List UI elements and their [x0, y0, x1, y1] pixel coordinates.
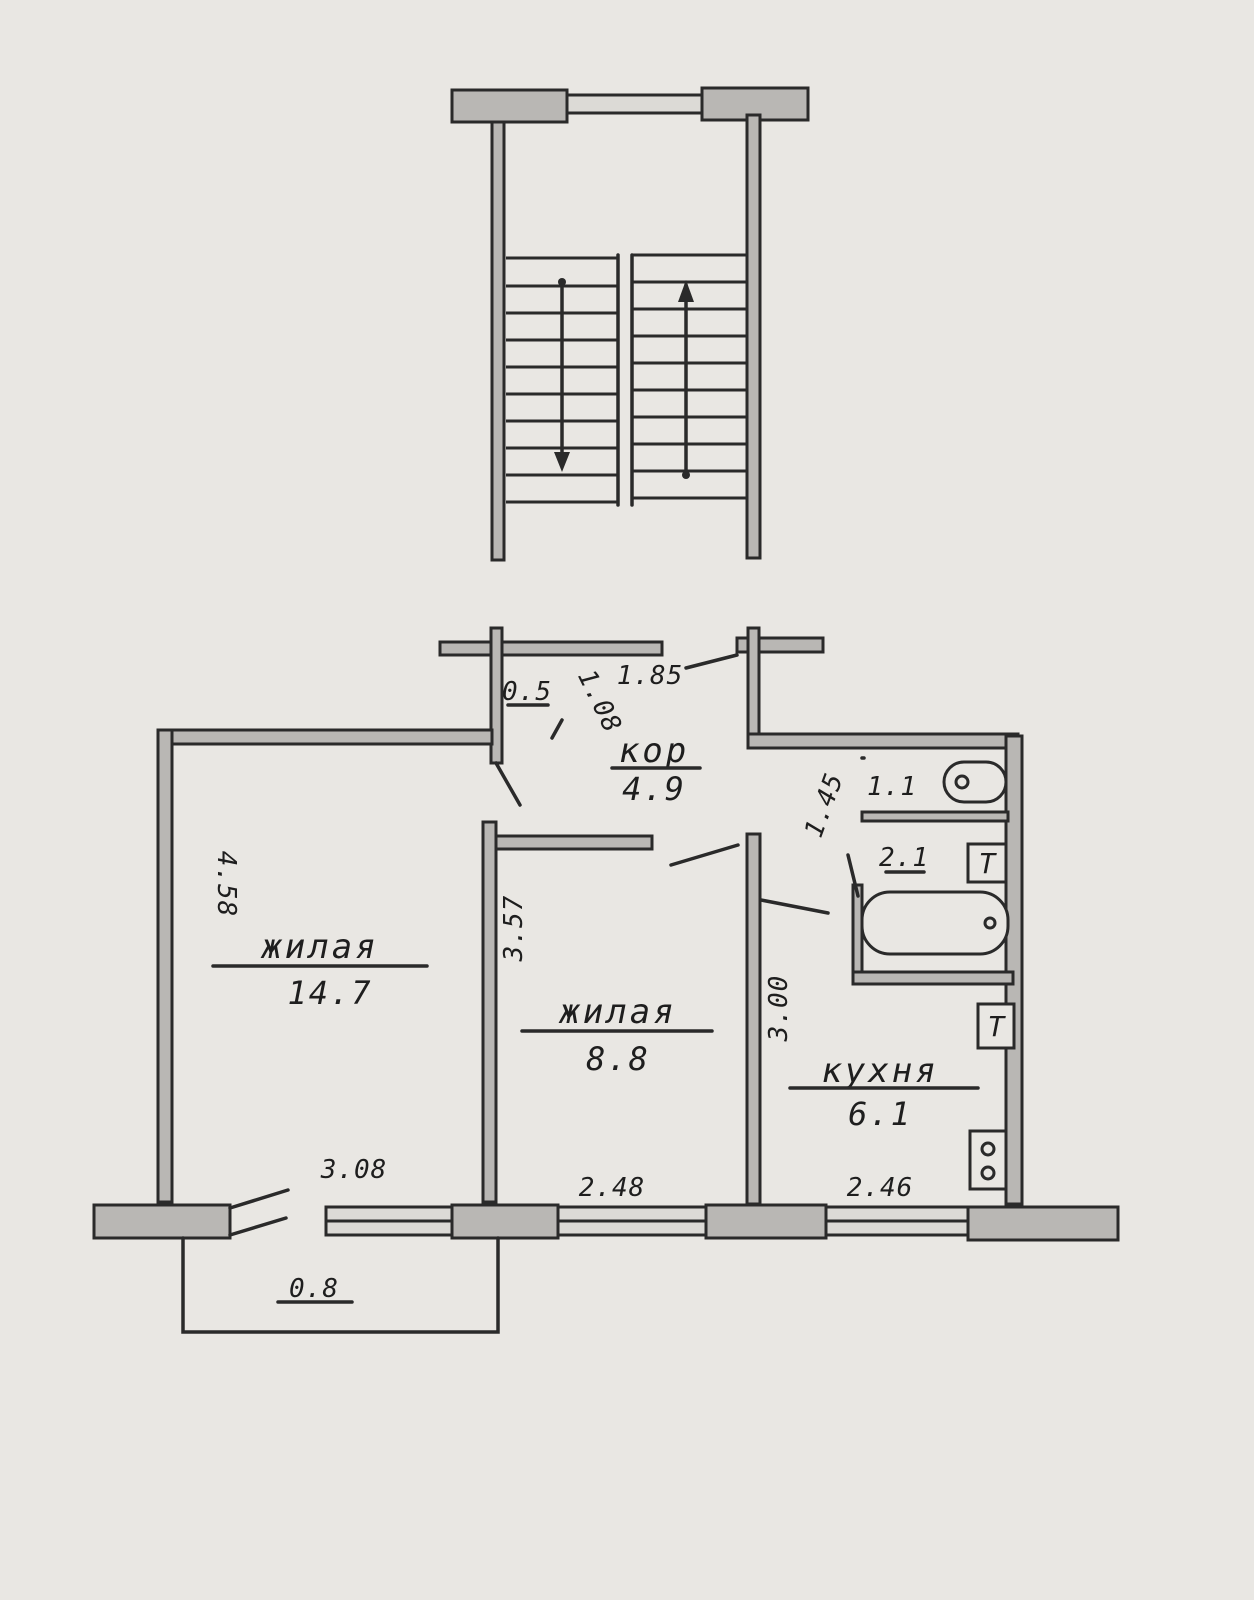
- large-room-top-wall: [168, 728, 494, 746]
- door-swing-large-room: [494, 761, 522, 807]
- riser-kitchen-icon: [976, 1002, 1016, 1050]
- toilet-bath-partition: [860, 810, 1010, 823]
- dim-small-room-width: 2.48: [579, 1173, 646, 1203]
- balcony-door-swing-2: [228, 1216, 288, 1237]
- stairwell-top-window: [565, 93, 704, 115]
- riser-bath-icon: [966, 842, 1008, 884]
- fixtures: Т Т: [860, 760, 1016, 1191]
- toilet-drain-icon: [954, 774, 970, 790]
- room-area-kitchen: 6.1: [848, 1095, 912, 1133]
- room-area-balcony: 0.8: [289, 1274, 339, 1304]
- small-room-top-wall: [494, 834, 654, 851]
- stair-arrow-up: [678, 280, 694, 479]
- stair-treads-right: [632, 253, 748, 500]
- toilet-bowl: [942, 760, 1008, 804]
- room-name-corridor: кор: [619, 731, 689, 771]
- apartment-walls: [156, 626, 1024, 1206]
- dim-corridor-width: 1.85: [617, 661, 684, 691]
- entry-post-right: [746, 626, 761, 738]
- room-area-corridor: 4.9: [622, 770, 686, 808]
- dim-kitchen-width: 2.46: [847, 1173, 914, 1203]
- facade-segment-2: [450, 1203, 560, 1240]
- room-area-living-small: 8.8: [586, 1040, 650, 1078]
- bath-block-bottom-wall: [851, 970, 1015, 986]
- dim-corridor-width-leader: [684, 653, 739, 670]
- right-outer-wall: [1004, 734, 1024, 1206]
- left-outer-wall: [156, 728, 174, 1204]
- room-area-living-large: 14.7: [287, 974, 372, 1012]
- door-swing-small-room: [669, 843, 740, 867]
- room-name-living-large: жилая: [260, 927, 378, 967]
- balcony-door-swing-1: [228, 1188, 290, 1210]
- dim-large-room-width: 3.08: [320, 1155, 388, 1185]
- stove-burner-2: [980, 1165, 996, 1181]
- landing-wall-left: [438, 640, 664, 657]
- door-swing-entry: [550, 718, 564, 740]
- bathtub-drain-icon: [983, 916, 997, 930]
- dim-entry-nook: 0.5: [502, 677, 552, 707]
- room-area-toilet: 1.1: [867, 772, 917, 802]
- partition-large-small: [481, 820, 498, 1204]
- dim-kitchen-depth: 3.00: [764, 975, 794, 1043]
- partition-small-kitchen: [745, 832, 762, 1206]
- stair-arrow-down: [554, 278, 570, 472]
- room-area-bathroom: 2.1: [879, 843, 929, 873]
- bath-block-left-wall: [851, 883, 864, 982]
- stairwell: [450, 86, 810, 562]
- dim-bath-block: 1.45: [799, 769, 850, 842]
- stairwell-top-wall-left: [450, 88, 569, 124]
- dim-small-room-depth: 3.57: [499, 895, 529, 963]
- stove-burner-1: [980, 1141, 996, 1157]
- stairwell-right-wall: [745, 113, 762, 560]
- bathtub: [860, 890, 1010, 956]
- facade-wall: [92, 1188, 1120, 1242]
- room-name-living-small: жилая: [558, 992, 676, 1032]
- riser-kitchen-symbol: Т: [988, 1010, 1007, 1043]
- balcony-outline: [181, 1236, 500, 1334]
- room-name-kitchen: кухня: [821, 1051, 938, 1091]
- dimension-labels: 4.58 3.08 3.57 2.48 3.00 2.46 1.85 1.08 …: [211, 653, 914, 1203]
- kitchen-top-wall: [746, 732, 1020, 750]
- facade-segment-3: [704, 1203, 828, 1240]
- door-swing-kitchen: [759, 898, 830, 915]
- facade-segment-1: [92, 1203, 232, 1240]
- room-labels: жилая 14.7 жилая 8.8 кор 4.9 кухня 6.1 1…: [211, 731, 980, 1304]
- door-swing-bath: [846, 853, 860, 898]
- facade-segment-4: [966, 1205, 1120, 1242]
- riser-bath-symbol: Т: [979, 847, 998, 880]
- dim-large-room-depth: 4.58: [211, 851, 241, 918]
- stairwell-left-wall: [490, 120, 506, 562]
